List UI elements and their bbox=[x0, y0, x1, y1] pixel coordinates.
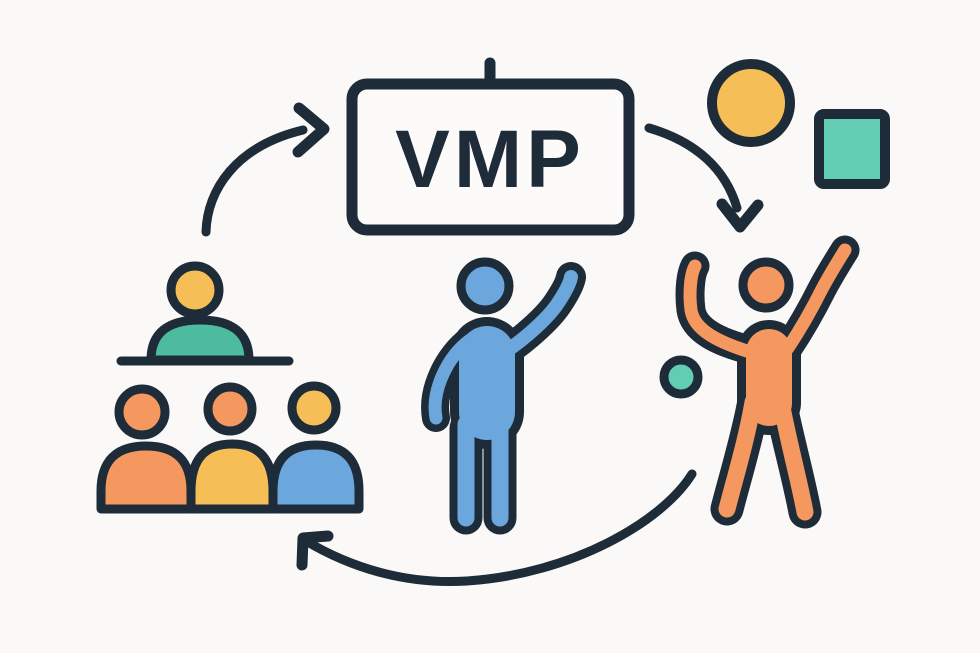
presenter-group bbox=[116, 261, 294, 366]
celebrating-participant bbox=[675, 235, 860, 529]
presenter-head bbox=[166, 261, 224, 319]
presenter-body bbox=[146, 315, 254, 365]
arrow-shaft bbox=[201, 125, 308, 237]
orange-person-head bbox=[738, 257, 794, 313]
raised-arm-fill bbox=[498, 270, 578, 359]
participant-raising-hand bbox=[421, 257, 586, 535]
audience-member-1-head bbox=[114, 384, 170, 440]
audience-member-2-head bbox=[203, 382, 257, 436]
decor-teal-dot-icon bbox=[659, 355, 703, 399]
audience-member-3-body bbox=[268, 440, 364, 514]
audience-group bbox=[96, 381, 364, 514]
right-raised-arm-fill bbox=[781, 243, 852, 355]
left-raised-arm-fill bbox=[683, 259, 757, 359]
right-leg-fill bbox=[772, 393, 814, 521]
audience-member-1-body bbox=[96, 441, 196, 514]
arrow-shaft bbox=[301, 469, 697, 587]
arrow-head-icon bbox=[296, 530, 334, 571]
audience-member-2-body bbox=[186, 439, 278, 514]
vmp-sign: VMP bbox=[346, 57, 635, 236]
blue-person-fill bbox=[428, 270, 578, 527]
arrow-head-icon bbox=[292, 102, 330, 158]
sign-label: VMP bbox=[395, 114, 585, 205]
arrow-head-icon bbox=[716, 198, 764, 233]
decor-teal-square-icon bbox=[814, 109, 890, 189]
orange-person-fill bbox=[683, 243, 852, 521]
sign-board bbox=[346, 78, 635, 236]
decor-yellow-circle-icon bbox=[707, 59, 795, 147]
lowered-arm-fill bbox=[428, 333, 477, 425]
arrow-vmp-to-participant bbox=[644, 123, 764, 233]
arrow-shaft bbox=[644, 123, 742, 213]
left-leg-fill bbox=[718, 393, 762, 518]
arrow-community-to-vmp bbox=[201, 102, 330, 237]
audience-member-3-head bbox=[287, 381, 341, 435]
arrow-return-to-community bbox=[296, 469, 697, 587]
blue-person-head bbox=[456, 257, 514, 315]
